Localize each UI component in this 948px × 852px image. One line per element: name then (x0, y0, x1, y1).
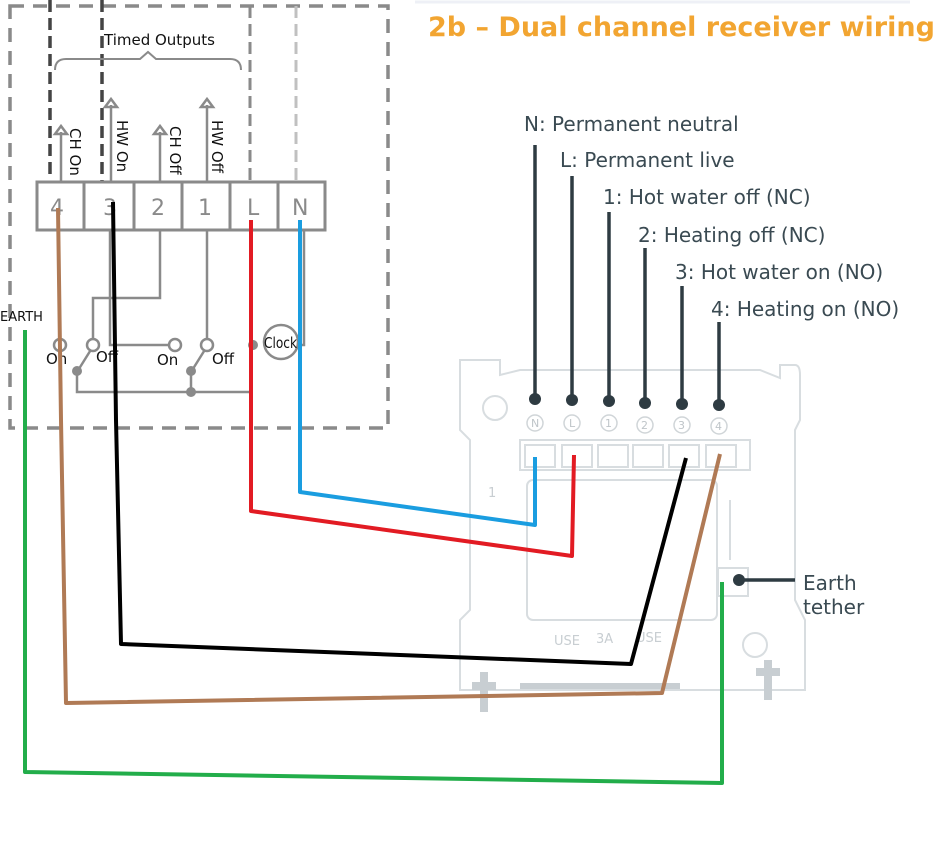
switch-circuit (52, 230, 306, 394)
terminal-l: L (247, 196, 260, 221)
rx-mark-1: 1 (605, 417, 612, 430)
programmer-terminal-block: 4 3 2 1 L N (35, 180, 327, 232)
terminal-2: 2 (151, 196, 165, 221)
output-label-ch-off: CH Off (166, 126, 184, 175)
output-label-ch-on: CH On (66, 128, 84, 176)
wires (23, 201, 724, 785)
wire-live-red (249, 220, 576, 558)
wire-earth-green (23, 330, 724, 785)
programmer-border (8, 4, 390, 430)
timed-outputs-label: Timed Outputs (103, 31, 215, 49)
output-label-hw-on: HW On (113, 120, 131, 172)
output-label-hw-off: HW Off (208, 120, 226, 174)
side-mark: 1 (488, 486, 496, 501)
callout-2: 2: Heating off (NC) (638, 223, 825, 247)
rx-mark-3: 3 (678, 419, 685, 432)
timed-outputs-brace (54, 50, 242, 71)
rx-mark-2: 2 (641, 419, 648, 432)
callout-1: 1: Hot water off (NC) (603, 185, 811, 209)
callout-4: 4: Heating on (NO) (711, 297, 899, 321)
fuse-text-2: 3A (596, 632, 613, 647)
rx-mark-n: N (531, 417, 539, 430)
switch-label-hw-off: Off (212, 350, 235, 368)
receiver-screws (472, 660, 780, 712)
terminal-n: N (292, 196, 308, 221)
receiver-panel: USE 3A USE 1 N L 1 2 3 4 (459, 112, 899, 712)
rx-mark-l: L (569, 417, 576, 430)
earth-label: EARTH (0, 310, 43, 325)
earth-tether-label-1: Earth (803, 571, 857, 595)
arrow-head-ch-off (151, 123, 169, 136)
switch-label-ch-on: On (46, 350, 67, 368)
rx-mark-4: 4 (715, 420, 722, 433)
switch-label-hw-on: On (157, 351, 178, 369)
arrow-head-ch-on (52, 123, 70, 136)
wire-hw-on-black (111, 201, 688, 666)
clock-label: Clock (264, 334, 297, 352)
arrow-head-hw-on (102, 96, 120, 109)
fuse-text-3: USE (636, 631, 662, 646)
earth-tether-label-2: tether (803, 595, 865, 619)
fuse-text-1: USE (554, 634, 580, 649)
diagram-title: 2b – Dual channel receiver wiring (428, 12, 935, 43)
programmer-panel: Timed Outputs CH On HW On CH Off HW Off … (0, 0, 390, 430)
callout-l: L: Permanent live (560, 148, 735, 172)
receiver-backplate (459, 359, 806, 691)
wire-ch-on-brown (56, 207, 722, 705)
wire-neutral-blue (298, 220, 537, 527)
callout-leaders (533, 145, 795, 582)
callout-n: N: Permanent neutral (524, 112, 739, 136)
arrow-head-hw-off (198, 96, 216, 109)
callout-3: 3: Hot water on (NO) (675, 260, 883, 284)
terminal-1: 1 (198, 196, 212, 221)
